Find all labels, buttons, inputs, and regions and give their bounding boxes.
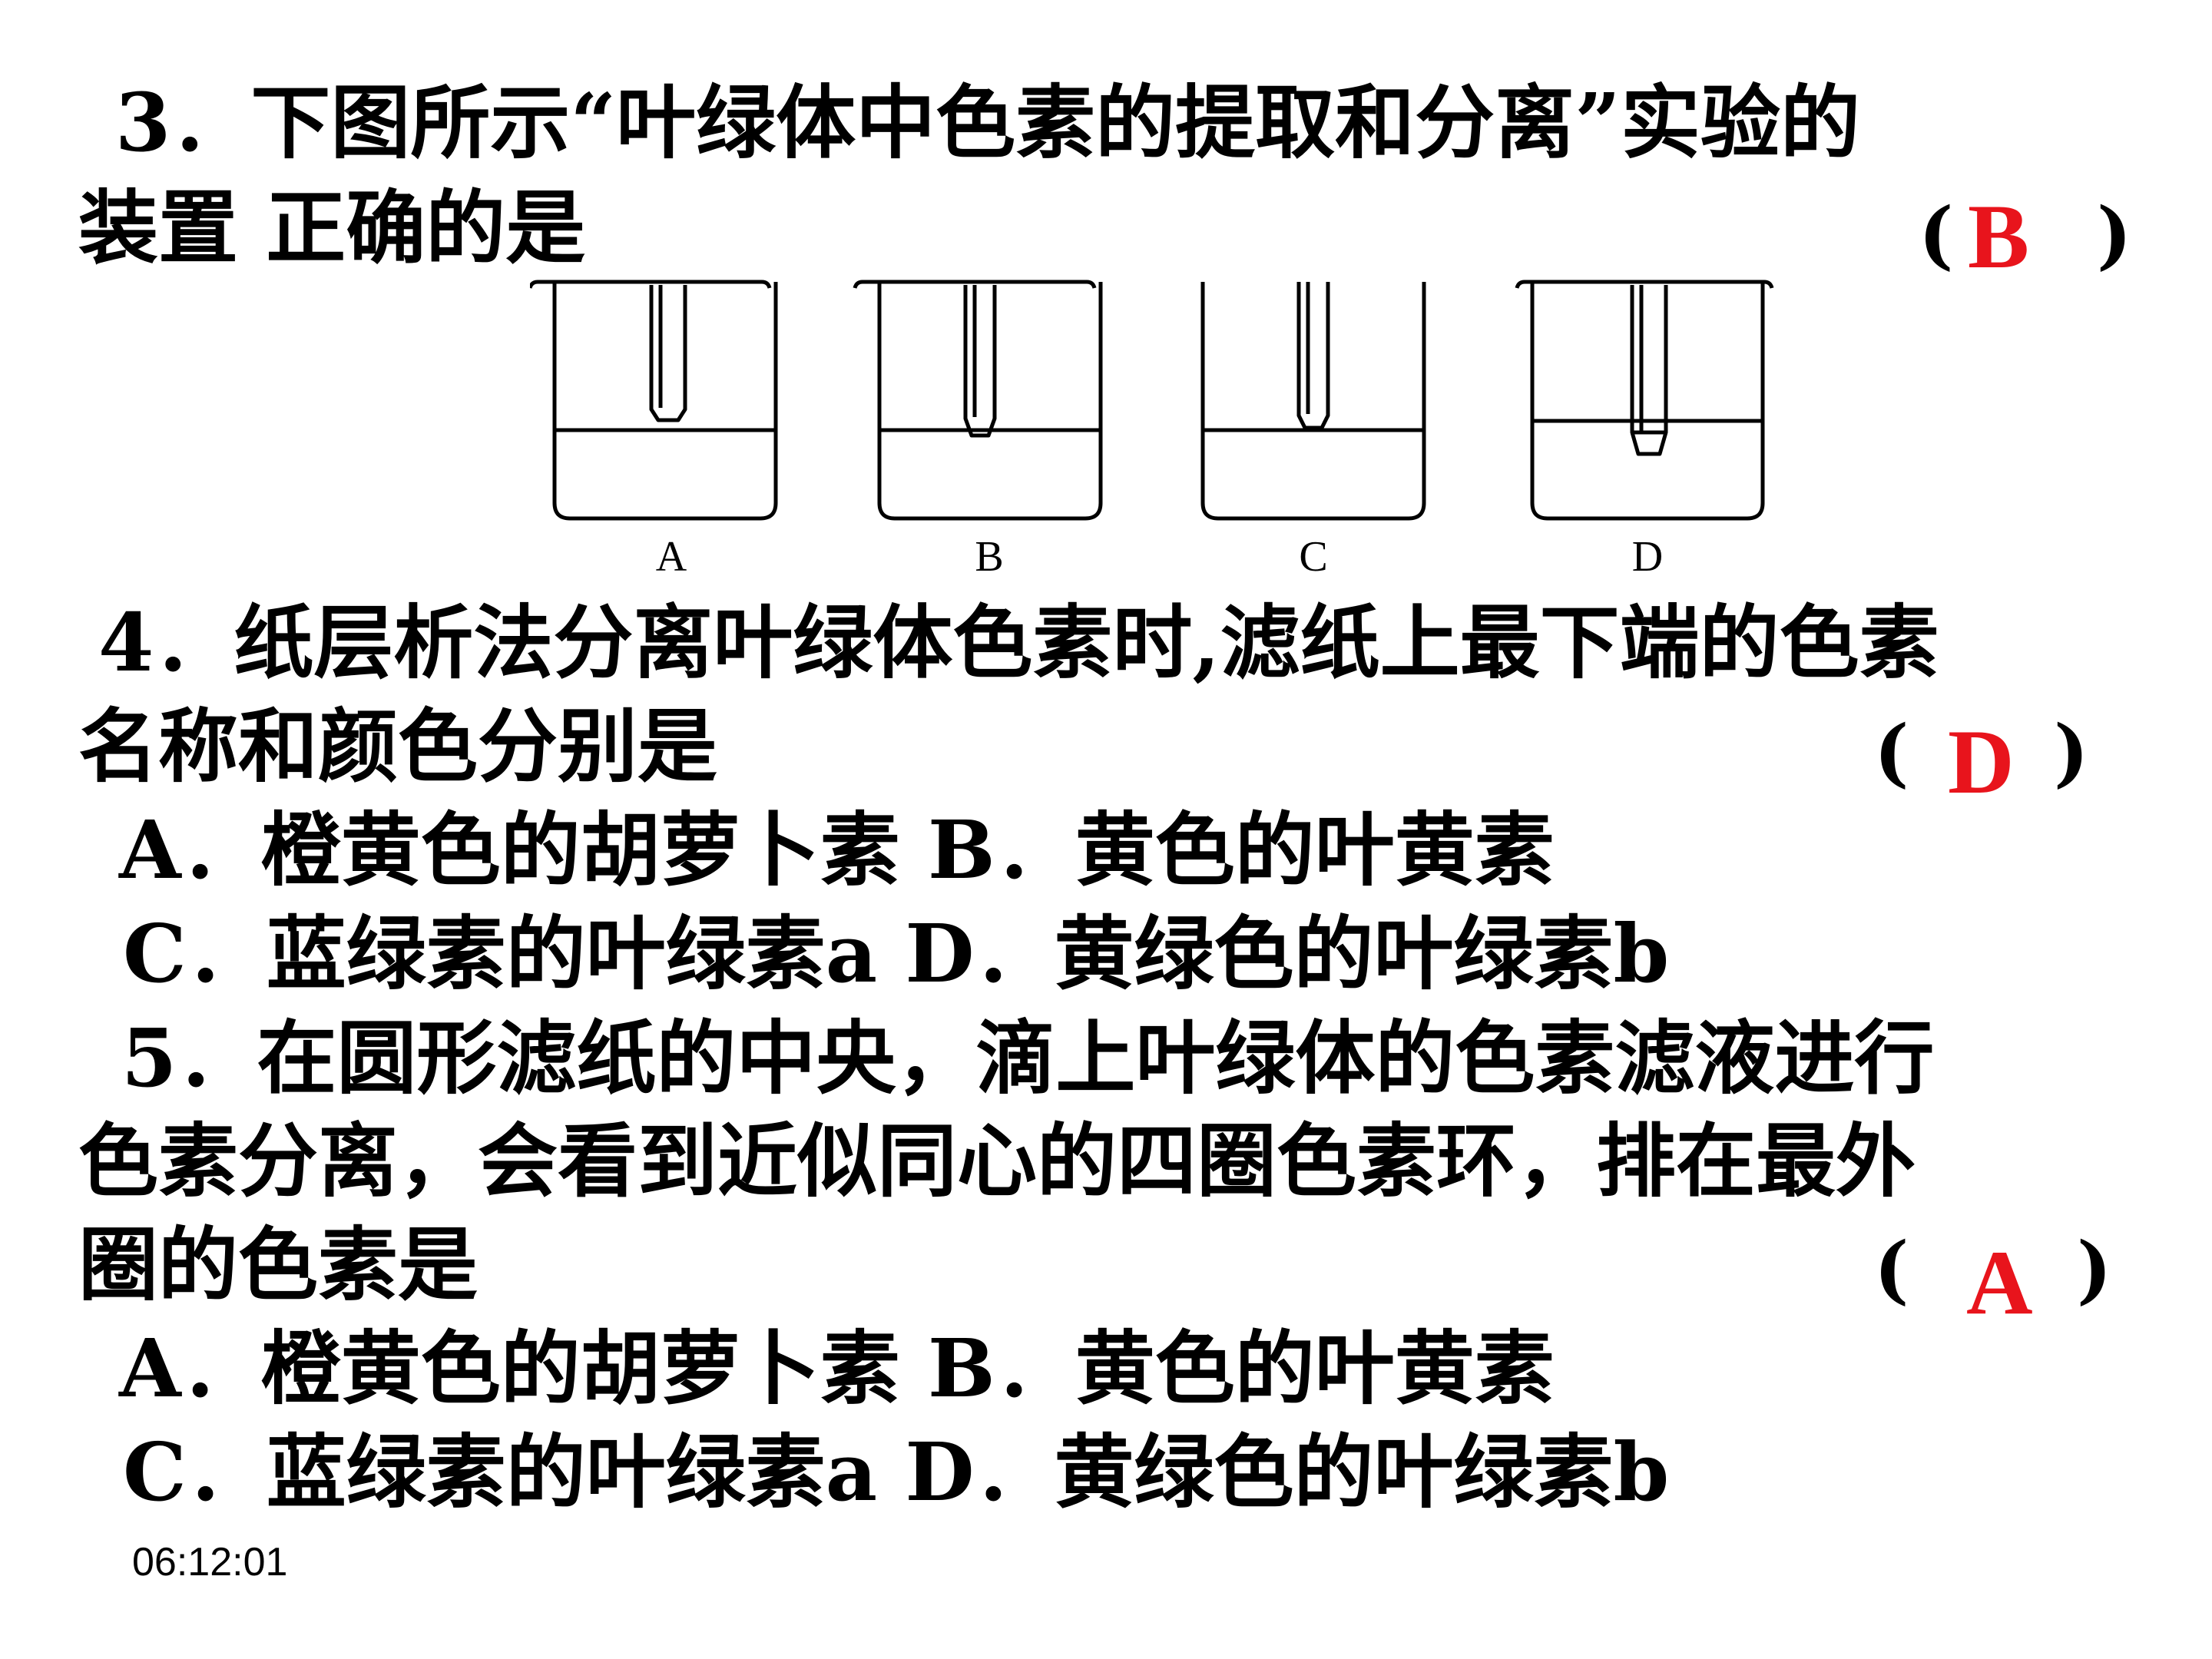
q3-text-line2: 装置 正确的是	[78, 180, 586, 275]
q5-text-line1: 5．在圆形滤纸的中央，滴上叶绿体的色素滤液进行	[121, 1011, 1935, 1105]
q4-paren-open: (	[1874, 709, 1909, 796]
q5-paren-open: (	[1874, 1226, 1909, 1313]
q4-options-row1: A．橙黄色的胡萝卜素 B．黄色的叶黄素	[119, 803, 1555, 897]
beaker-label-a: A	[656, 533, 687, 580]
q4-answer: D	[1948, 710, 2015, 813]
beaker-apparatus-diagram: A B C D	[530, 280, 1774, 580]
beaker-c	[1200, 282, 1426, 521]
beaker-label-d: D	[1632, 533, 1663, 580]
beaker-a	[530, 280, 778, 521]
q5-options-row2: C．蓝绿素的叶绿素a D．黄绿色的叶绿素b	[123, 1425, 1670, 1519]
q4-options-row2: C．蓝绿素的叶绿素a D．黄绿色的叶绿素b	[123, 906, 1670, 1001]
q4-paren-close: )	[2054, 709, 2089, 796]
q5-text-line3: 圈的色素是	[78, 1217, 478, 1312]
q5-paren-close: )	[2077, 1226, 2112, 1313]
q3-paren-close: )	[2097, 191, 2132, 278]
q5-answer: A	[1966, 1231, 2033, 1333]
beaker-label-b: B	[975, 533, 1003, 580]
beaker-d	[1515, 280, 1774, 521]
q4-text-line2: 名称和颜色分别是	[78, 699, 718, 793]
q4-text-line1: 4．纸层析法分离叶绿体色素时,滤纸上最下端的色素	[98, 595, 1939, 690]
slide-timestamp: 06:12:01	[132, 1540, 288, 1584]
beaker-b	[853, 280, 1103, 521]
q3-answer: B	[1968, 185, 2030, 287]
q3-text-line1: 3．下图所示“叶绿体中色素的提取和分离”实验的	[115, 75, 1861, 170]
q5-options-row1: A．橙黄色的胡萝卜素 B．黄色的叶黄素	[119, 1321, 1555, 1416]
beaker-label-c: C	[1299, 533, 1327, 580]
q5-text-line2: 色素分离，会看到近似同心的四圈色素环，排在最外	[78, 1114, 1916, 1208]
q3-paren-open: (	[1919, 191, 1954, 278]
